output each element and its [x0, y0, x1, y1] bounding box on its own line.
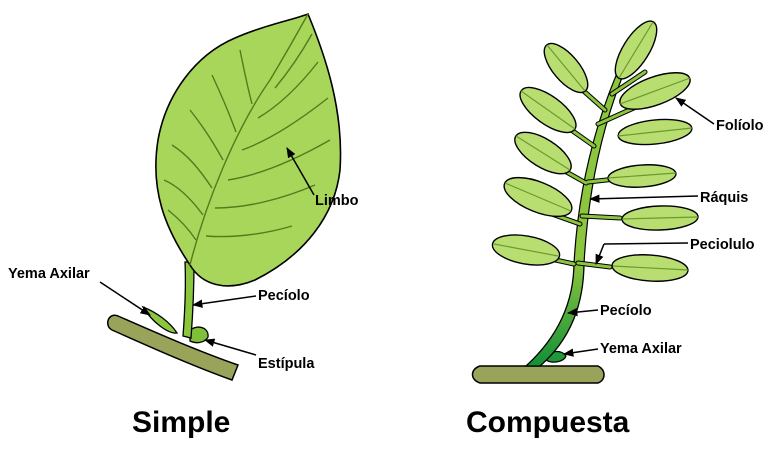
label-compound-peciolo: Pecíolo — [600, 303, 652, 319]
peciolulo-line — [604, 243, 688, 244]
label-raquis: Ráquis — [700, 190, 748, 206]
label-simple-peciolo: Pecíolo — [258, 288, 310, 304]
label-peciolulo: Peciolulo — [690, 237, 755, 253]
label-simple-yema-axilar: Yema Axilar — [8, 266, 90, 282]
simple-leaf-illustration — [108, 14, 341, 380]
simple-yema-arrow — [100, 282, 150, 315]
simple-branch — [108, 315, 238, 380]
simple-peciolo-arrow — [193, 296, 256, 305]
estipula-arrow — [205, 340, 256, 355]
raquis-arrow — [590, 196, 698, 199]
label-limbo: Limbo — [315, 193, 359, 209]
peciolulo-arrow — [596, 244, 604, 264]
simple-petiole — [183, 262, 194, 338]
label-foliolo: Folíolo — [716, 118, 764, 134]
caption-simple: Simple — [132, 406, 230, 439]
label-compound-yema-axilar: Yema Axilar — [600, 341, 682, 357]
compound-leaf-illustration — [473, 15, 699, 383]
compound-branch — [473, 366, 605, 383]
label-estipula: Estípula — [258, 356, 315, 372]
foliolo-arrow — [676, 98, 714, 124]
caption-compuesta: Compuesta — [466, 406, 630, 439]
compound-yema-arrow — [564, 349, 598, 354]
compound-petiole — [526, 262, 584, 366]
